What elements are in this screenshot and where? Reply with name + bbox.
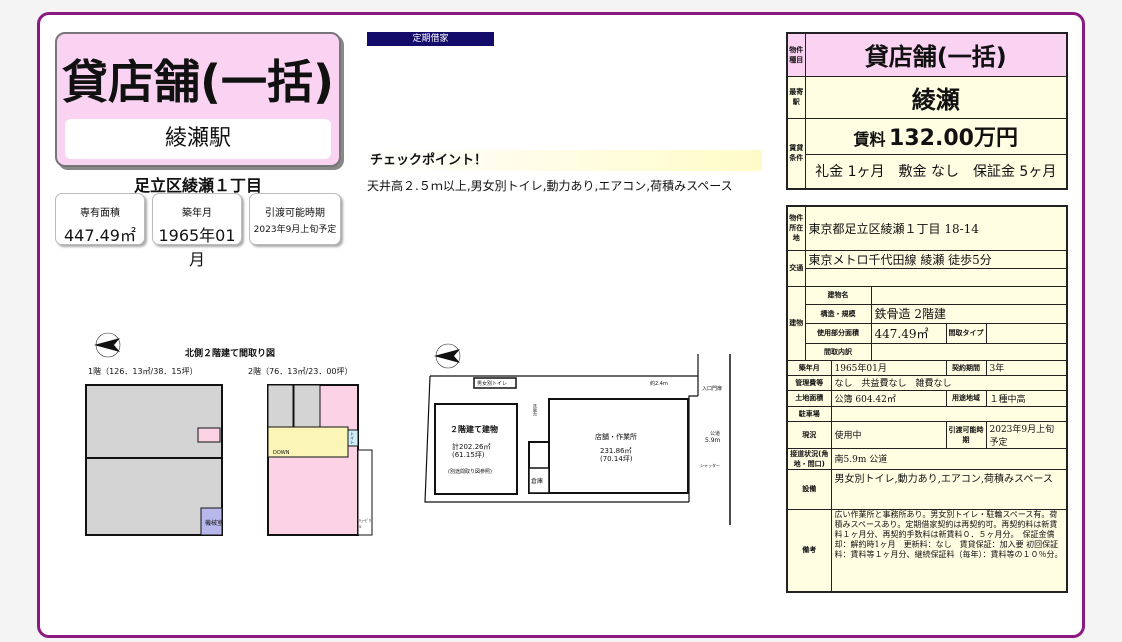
label: 最寄駅 [786, 75, 806, 119]
floor2-label: 2階（76．13㎡/23．00坪） [248, 367, 353, 376]
label: 設備 [786, 468, 832, 510]
shop-tsubo: (70.14坪) [600, 455, 633, 463]
label: 契約期間 [945, 359, 987, 376]
card-built: 築年月 1965年01月 [152, 193, 242, 269]
road-label: 公道 [710, 431, 721, 437]
rent-label: 賃料 [853, 130, 886, 149]
summary-terms: 礼金 1ヶ月 敷金 なし 保証金 5ヶ月 [804, 153, 1068, 190]
label: 交通 [786, 249, 806, 287]
floor-plan-north: 北側２階建て間取り図 1階（126．13㎡/38．15坪） 2階（76．13㎡/… [80, 330, 380, 540]
card-value: 1965年01月 [158, 226, 236, 269]
card-label: 引渡可能時期 [265, 208, 325, 219]
label: 構造・規模 [804, 303, 872, 324]
compass-icon [94, 332, 121, 358]
shop-label: 店舗・作業所 [595, 433, 637, 441]
sink-label: 洗面台 [533, 404, 538, 416]
label: 接道状況(角地・間口) [786, 447, 832, 470]
checkpoint-text: 天井高２.５ｍ以上,男女別トイレ,動力あり,エアコン,荷積みスペース [367, 179, 733, 193]
gate-label: 入口門扉 [702, 386, 723, 392]
building-tsubo: (61.15坪) [452, 451, 485, 459]
details-table: 物件所在地東京都足立区綾瀬１丁目 18-14 交通東京メトロ千代田線 綾瀬 徒歩… [786, 205, 1068, 593]
card-area: 専有面積 447.49㎡ [55, 193, 145, 245]
label: 土地面積 [786, 389, 832, 407]
label: 建物名 [804, 285, 872, 305]
card-label: 築年月 [182, 208, 212, 219]
address: 東京都足立区綾瀬１丁目 18-14 [804, 205, 1068, 251]
label: 備考 [786, 508, 832, 593]
label: 築年月 [786, 359, 832, 376]
equipment: 男女別トイレ,動力あり,エアコン,荷積みスペース [830, 468, 1068, 510]
remarks: 広い作業所と事務所あり。男女別トイレ・駐輪スペース有。荷積みスペースあり。定期借… [830, 508, 1068, 593]
toilet-label: 男女別トイレ [477, 381, 508, 387]
handover: 2023年9月上旬予定 [985, 420, 1068, 449]
road: 南5.9m 公道 [830, 447, 1068, 470]
label: 現況 [786, 420, 832, 449]
label: 物件種目 [786, 32, 806, 77]
floor-plan-drawing [85, 384, 373, 536]
label: 引渡可能時期 [945, 420, 987, 449]
card-value: 2023年9月上旬予定 [253, 225, 337, 235]
down-label: DOWN [273, 450, 290, 456]
land: 公簿 604.42㎡ [830, 389, 947, 407]
shutter-label: シャッター [700, 463, 720, 468]
machine-room-label: 機械室 [205, 520, 224, 527]
label: 建物 [786, 285, 806, 361]
site-plan-drawing [424, 343, 731, 525]
label: 物件所在地 [786, 205, 806, 251]
toilet-label: トイレ [350, 432, 355, 444]
building-label: ２階建て建物 [450, 425, 498, 434]
checkpoint-title: チェックポイント！ [367, 150, 762, 171]
summary-table: 物件種目貸店舗(一括) 最寄駅綾瀬 賃貸条件 賃料 132.00万円 礼金 1ヶ月… [786, 32, 1068, 190]
built: 1965年01月 [830, 359, 947, 376]
label: 用途地域 [945, 389, 987, 407]
plan-title: 北側２階建て間取り図 [185, 349, 276, 359]
contract: 3年 [985, 359, 1068, 376]
area-name: 足立区綾瀬１丁目 [133, 176, 262, 195]
label: 管理費等 [786, 374, 832, 391]
structure: 鉄骨造 2階建 [870, 303, 1068, 324]
rent-value: 132.00万円 [889, 126, 1018, 151]
station-name: 綾瀬駅 [65, 119, 331, 159]
status: 使用中 [830, 420, 947, 449]
card-label: 専有面積 [80, 208, 120, 219]
label: 間取タイプ [945, 322, 987, 344]
shop-area: 231.86㎡ [600, 447, 632, 455]
card-value: 447.49㎡ [64, 226, 136, 245]
mgmt: なし 共益費なし 雑費なし [830, 374, 1068, 391]
storage-label: 倉庫 [531, 478, 544, 485]
label: 賃貸条件 [786, 117, 806, 190]
summary-type: 貸店舗(一括) [804, 32, 1068, 77]
width-label: 約2.4m [650, 381, 668, 387]
summary-station: 綾瀬 [804, 75, 1068, 119]
cubicle-label: ｷｭｰﾋﾞｸﾙ [359, 518, 371, 529]
transport: 東京メトロ千代田線 綾瀬 徒歩5分 [804, 249, 1068, 269]
card-handover: 引渡可能時期 2023年9月上旬予定 [249, 193, 341, 245]
building-note: (別途間取り図参照) [448, 469, 492, 475]
floor1-label: 1階（126．13㎡/38．15坪） [88, 367, 198, 376]
building-area: 計202.26㎡ [452, 443, 491, 451]
label: 駐車場 [786, 405, 832, 422]
site-plan: 男女別トイレ ２階建て建物 計202.26㎡ (61.15坪) (別途間取り図参… [420, 340, 740, 540]
label: 使用部分面積 [804, 322, 872, 344]
label: 間取内訳 [804, 342, 872, 361]
road-width: 5.9m [705, 437, 721, 444]
property-type-title: 貸店舗(一括) [61, 55, 335, 109]
zoning: １種中高 [985, 389, 1068, 407]
title-box: 貸店舗(一括) 綾瀬駅 [55, 32, 341, 167]
lease-tag: 定期借家 [367, 32, 494, 46]
usage-area: 447.49㎡ [870, 322, 947, 344]
